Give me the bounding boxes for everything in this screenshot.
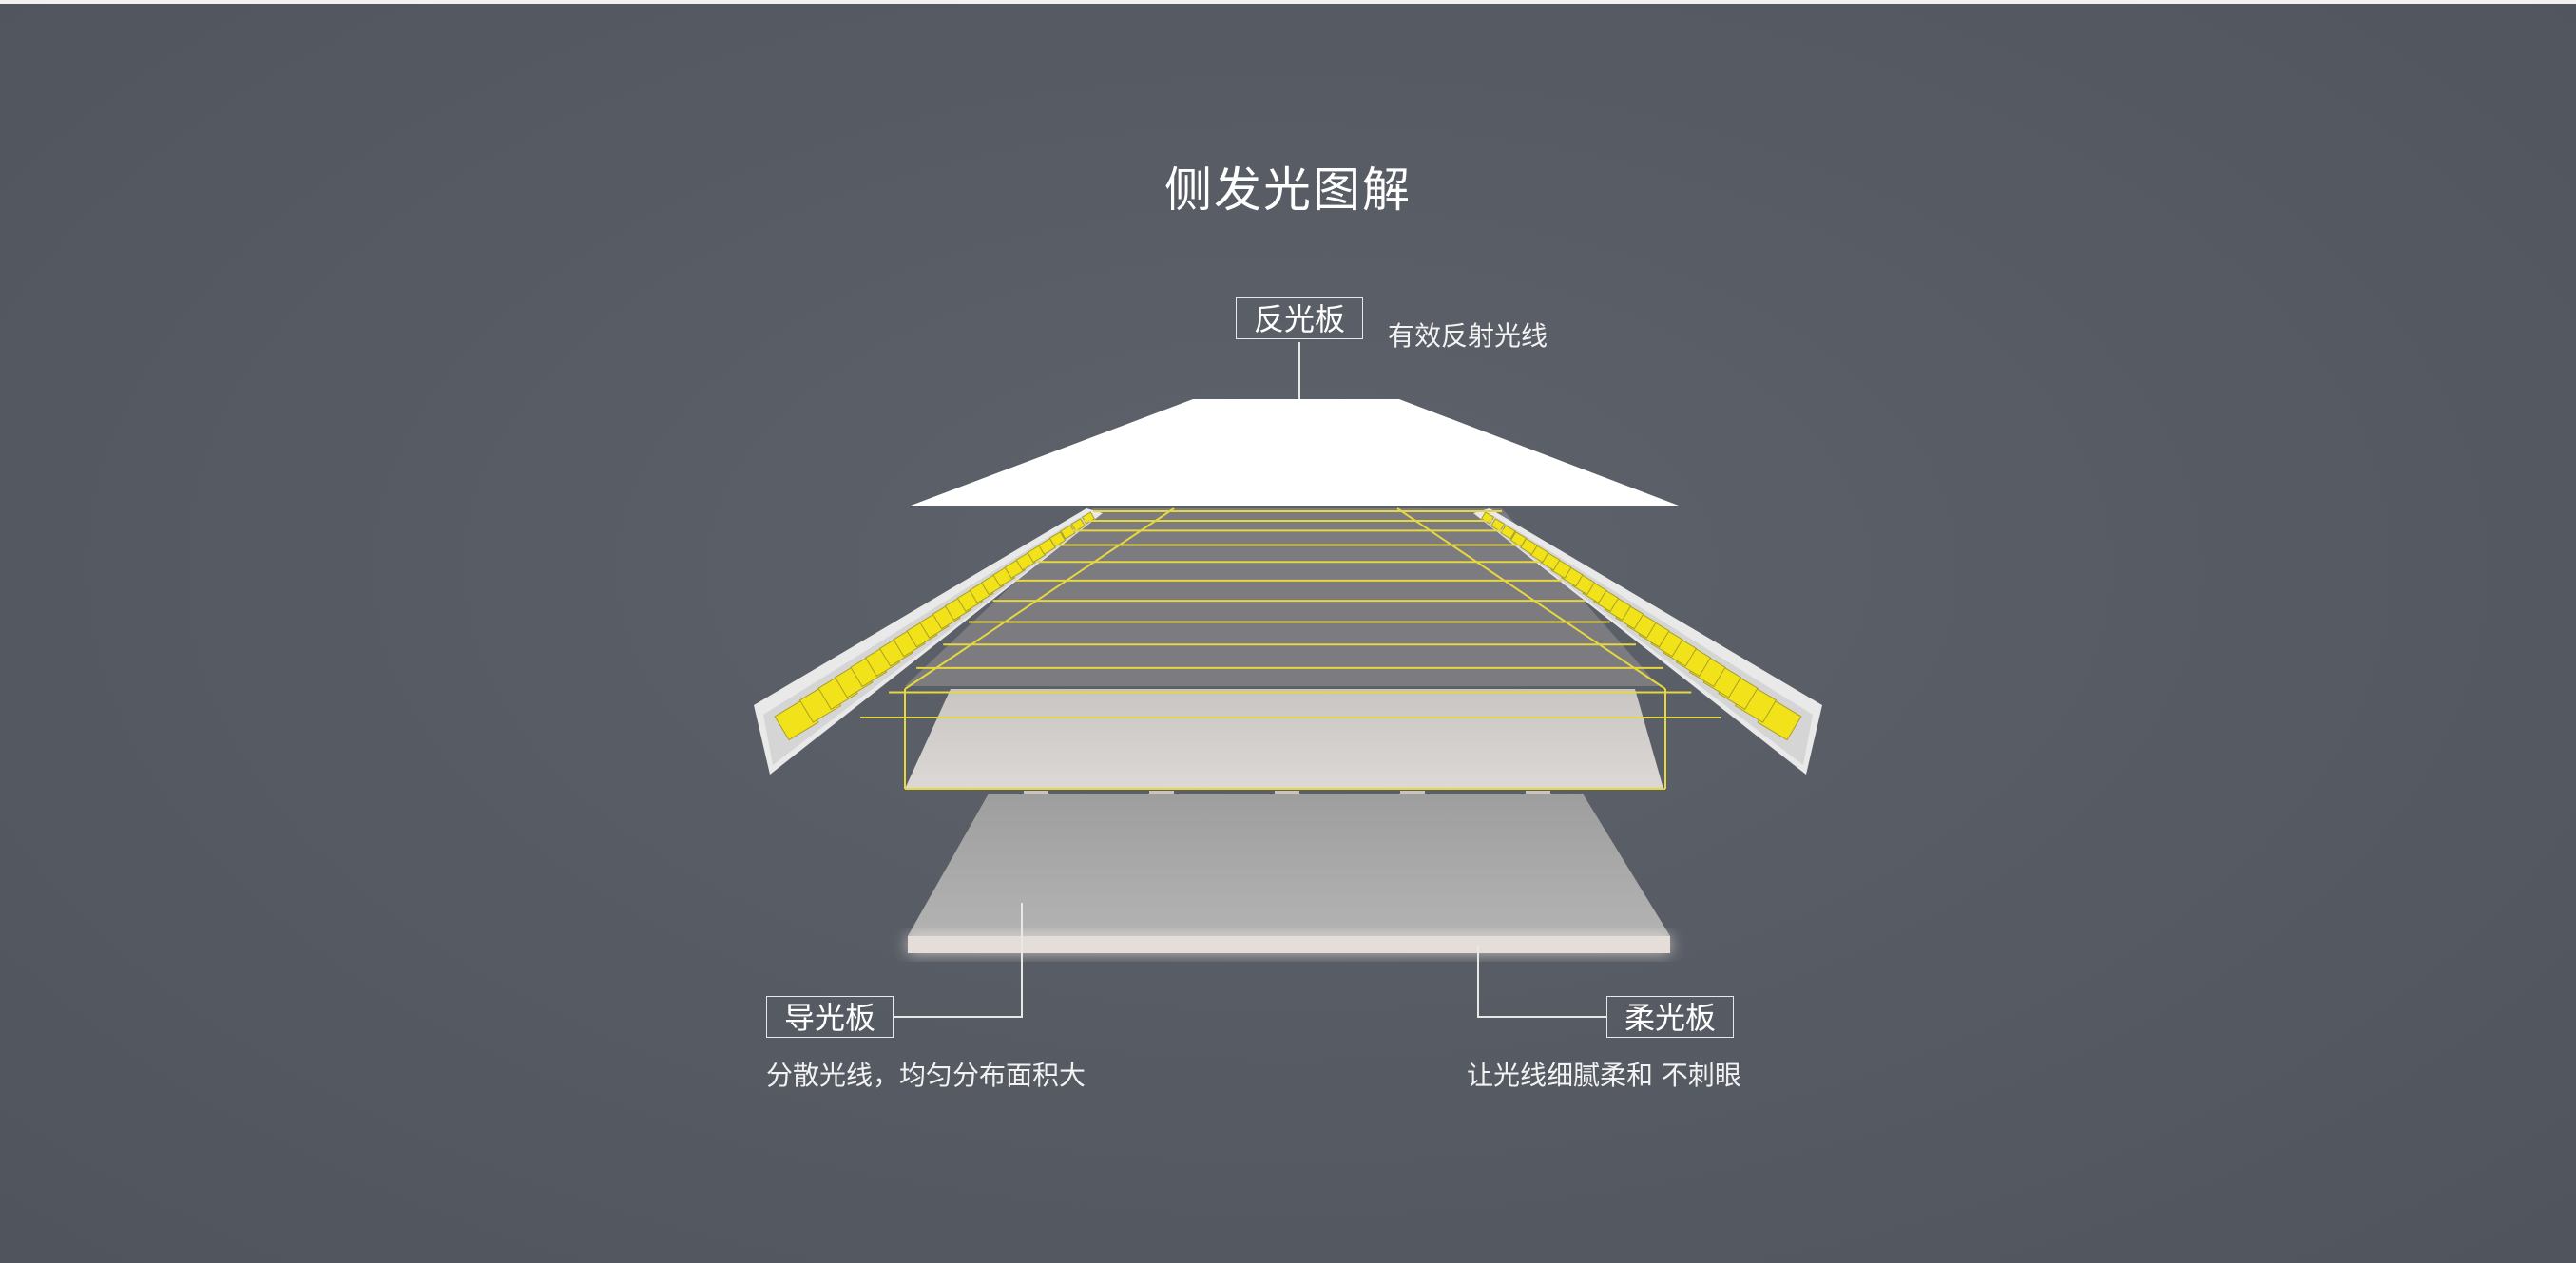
reflector-description: 有效反射光线: [1388, 320, 1548, 352]
light-guide-body: [905, 508, 1659, 686]
right-led-chips: [1480, 511, 1802, 741]
diffuser-description: 让光线细腻柔和 不刺眼: [1467, 1060, 1741, 1091]
light-guide-leader-line: [894, 903, 1023, 1018]
left-led-strip: [754, 508, 1103, 775]
led-chip: [1500, 525, 1516, 540]
led-chip: [1048, 531, 1067, 547]
light-ray-lines: [860, 507, 1721, 790]
led-chip: [1060, 525, 1076, 540]
led-chip: [1509, 531, 1528, 547]
led-chip: [1490, 518, 1506, 532]
reflector-panel: [911, 399, 1679, 506]
diffuser-plate: [908, 794, 1670, 953]
page-title: 侧发光图解: [1164, 163, 1412, 218]
diffuser-label: 柔光板: [1606, 996, 1735, 1038]
top-border: [0, 0, 2576, 4]
left-led-chips: [774, 511, 1096, 741]
light-guide-plate: [905, 689, 1663, 789]
right-led-strip: [1473, 508, 1822, 775]
light-guide-label: 导光板: [766, 996, 894, 1038]
light-guide-description: 分散光线，均匀分布面积大: [766, 1060, 1086, 1091]
reflector-label: 反光板: [1236, 297, 1364, 339]
led-chip: [1070, 518, 1086, 532]
diffuser-leader-line: [1477, 946, 1606, 1018]
